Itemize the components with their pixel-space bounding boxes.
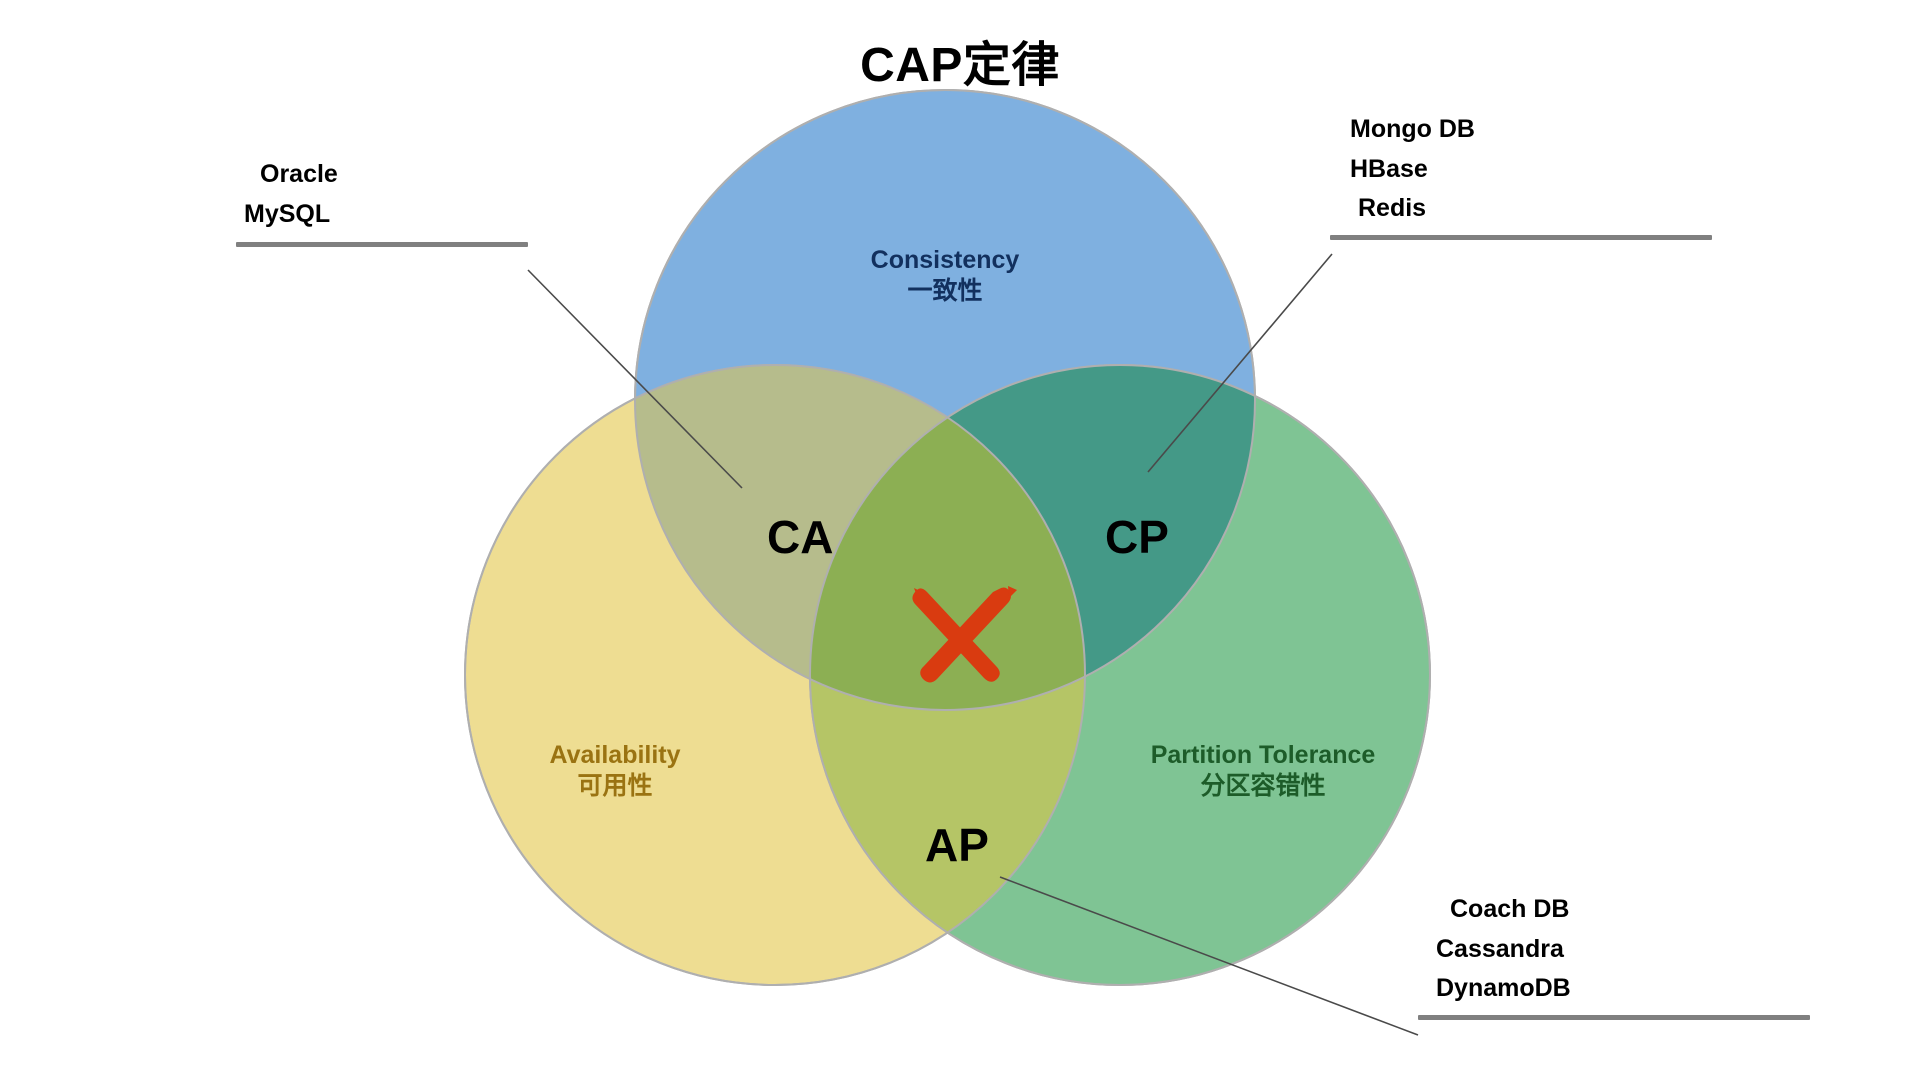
- callout-ca-rule: [236, 242, 528, 247]
- callout-ca-item-0: Oracle: [260, 160, 338, 188]
- page-title: CAP定律: [860, 39, 1060, 92]
- callout-ap-item-2: DynamoDB: [1436, 974, 1571, 1002]
- callout-cp-examples: Mongo DB HBase Redis: [1330, 110, 1712, 240]
- callout-ap-item-1: Cassandra: [1436, 934, 1564, 963]
- callout-ca-examples: Oracle MySQL: [236, 155, 528, 247]
- callout-cp-item-2: Redis: [1358, 194, 1427, 222]
- callout-ap-rule: [1418, 1014, 1810, 1020]
- circle-availability-outline: [464, 364, 1086, 986]
- callout-ca-item-1: MySQL: [244, 199, 331, 228]
- callout-cp-item-0: Mongo DB: [1350, 115, 1475, 143]
- callout-ap-item-0: Coach DB: [1450, 895, 1570, 923]
- red-cross-mark: [912, 586, 1017, 683]
- intersection-cap: [810, 365, 1085, 710]
- callout-ap-examples: Coach DB Cassandra DynamoDB: [1418, 890, 1810, 1020]
- callout-cp-item-1: HBase: [1350, 154, 1428, 183]
- callout-cp-rule: [1330, 234, 1712, 240]
